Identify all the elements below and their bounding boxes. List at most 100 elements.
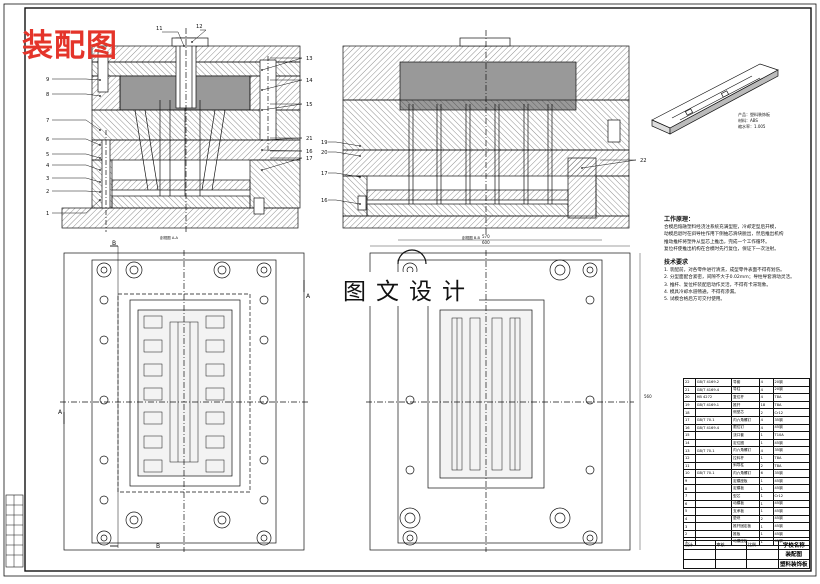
bom-cell: 45钢 xyxy=(772,522,811,531)
tb-scale: 比例 xyxy=(746,539,779,551)
notes-panel: 工作原理： 合模后熔融塑料经浇注系统充满型腔，冷却定型后开模， 动模后退时在斜导… xyxy=(664,214,814,303)
bom-cell: T8A xyxy=(772,400,811,410)
bom-cell: 45钢 xyxy=(772,438,811,448)
bom-cell: 2 xyxy=(758,514,774,524)
work-line: 推动推杆将塑件从型芯上推出，完成一个工作循环。 xyxy=(664,239,770,245)
bom-cell xyxy=(694,529,733,539)
part-callout-label: 22 xyxy=(640,158,647,164)
bom-cell: 1 xyxy=(758,529,774,539)
bom-cell: Cr12 xyxy=(772,491,811,501)
part-callout-label: 21 xyxy=(306,136,313,142)
tech-requirements-heading: 技术要求 xyxy=(664,259,689,267)
bom-cell: 4 xyxy=(758,393,774,402)
bom-cell: 支承板 xyxy=(731,507,760,516)
bom-cell: 型芯 xyxy=(731,491,760,501)
part-callout-label: 2 xyxy=(46,189,49,195)
part-callout-label: 12 xyxy=(196,24,203,30)
bom-cell: 3 xyxy=(683,522,696,531)
drawing-title-stamp: 装配图 xyxy=(22,28,118,64)
bom-cell: 1 xyxy=(758,507,774,516)
bom-cell: Cr12 xyxy=(772,408,811,417)
bom-cell: 20钢 xyxy=(772,378,811,387)
bom-cell: 推杆 xyxy=(731,400,760,410)
bom-cell xyxy=(694,507,733,516)
bom-cell: 22 xyxy=(683,378,696,387)
tech-line: 3. 推杆、复位杆装配后动作灵活，不得有卡滞现象。 xyxy=(664,282,771,288)
work-line: 复位杆使推出机构在合模时先行复位，保证下一次注射。 xyxy=(664,246,779,252)
product-isometric xyxy=(651,63,779,135)
bom-cell: 限位钉 xyxy=(731,423,760,433)
bom-cell: 45钢 xyxy=(772,423,811,433)
part-callout-label: 19 xyxy=(321,140,328,146)
bom-cell: 复位杆 xyxy=(731,393,760,402)
bom-cell xyxy=(694,514,733,524)
bom-cell: 45钢 xyxy=(772,507,811,516)
section-marker-b-bottom: B xyxy=(156,543,160,550)
tech-line: 1. 装配前，对各零件进行清洗，成型零件表面不得有划伤。 xyxy=(664,268,785,274)
bom-cell: 1 xyxy=(758,491,774,501)
product-note-line-3: 缩水率：1.005 xyxy=(738,123,766,129)
section-marker-a-right: A xyxy=(306,293,311,300)
bom-cell: GB/T 70.1 xyxy=(694,446,733,455)
bom-cell: 推杆固定板 xyxy=(731,522,760,531)
bom-cell: GB/T 4169.4 xyxy=(694,385,733,395)
bom-cell: 侧型芯 xyxy=(731,408,760,417)
bom-cell: GB/T 4169.1 xyxy=(694,400,733,410)
bom-cell: T8A xyxy=(772,461,811,471)
part-callout-label: 7 xyxy=(46,118,49,124)
bom-cell: T8A xyxy=(772,453,811,463)
plan-view-moving-half xyxy=(60,245,308,552)
bom-cell: 2 xyxy=(683,529,696,539)
bom-cell: 1 xyxy=(758,484,774,493)
bom-cell: 浇口套 xyxy=(731,431,760,440)
part-callout-label: 9 xyxy=(46,77,49,83)
bom-cell: 45钢 xyxy=(772,476,811,486)
dim-width-inner: 570 xyxy=(482,234,490,239)
bom-cell: 21 xyxy=(683,385,696,395)
section-b-label: 剖视图 B-B xyxy=(462,235,481,240)
part-callout-label: 20 xyxy=(321,150,328,156)
bom-cell: 9 xyxy=(683,476,696,486)
bom-cell: 动模板 xyxy=(731,499,760,509)
bom-cell: 导柱 xyxy=(731,385,760,395)
tb-checker: 审核 xyxy=(714,539,747,551)
bom-cell: 斜导柱 xyxy=(731,461,760,471)
bom-cell: 4 xyxy=(758,446,774,455)
bom-cell: 2 xyxy=(758,408,774,417)
bom-cell: 13 xyxy=(683,446,696,455)
plan-view-fixed-half xyxy=(366,239,641,552)
dim-height-side: 560 xyxy=(644,394,652,399)
bom-cell: 16 xyxy=(683,423,696,433)
product-note-line-1: 产品：塑料装饰板 xyxy=(738,111,770,117)
tech-line: 5. 试模合格后方可交付使用。 xyxy=(664,297,725,303)
bom-cell xyxy=(694,461,733,471)
bom-cell: 内六角螺钉 xyxy=(731,446,760,455)
bom-cell: GB/T 70.1 xyxy=(694,469,733,478)
bom-cell: 45钢 xyxy=(772,514,811,524)
bom-cell: 14 xyxy=(683,438,696,448)
work-line: 合模后熔融塑料经浇注系统充满型腔，冷却定型后开模， xyxy=(664,225,779,231)
bom-cell: 导套 xyxy=(731,378,760,387)
bom-cell: 15 xyxy=(683,431,696,440)
bom-cell: T10A xyxy=(772,431,811,440)
bom-cell xyxy=(694,438,733,448)
tb-part: 塑料装饰板 xyxy=(777,558,810,570)
bom-cell: 4 xyxy=(758,378,774,387)
